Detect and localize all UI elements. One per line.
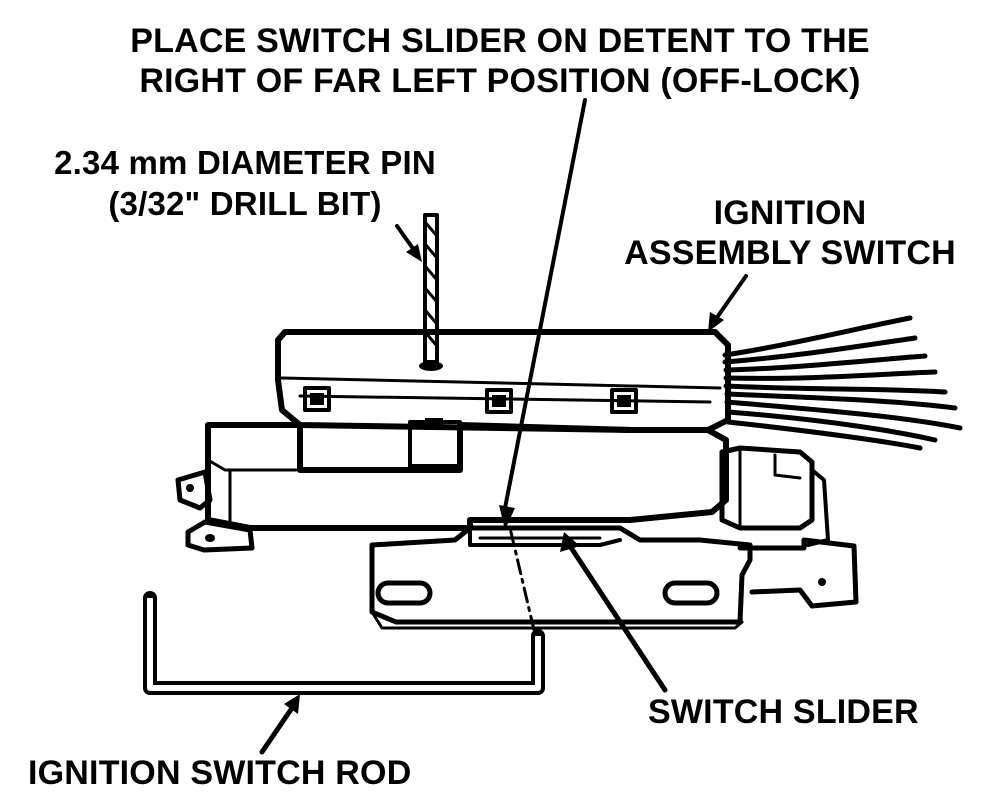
slider-instruction-line2: RIGHT OF FAR LEFT POSITION (OFF-LOCK): [139, 62, 861, 100]
wire-connector: [719, 445, 830, 547]
ignition-assembly-label: IGNITION ASSEMBLY SWITCH: [600, 196, 980, 270]
slider-instruction-line1: PLACE SWITCH SLIDER ON DETENT TO THE: [130, 22, 870, 60]
leader-arrows: [259, 98, 748, 755]
pin-label: 2.34 mm DIAMETER PIN (3/32" DRILL BIT): [30, 146, 460, 220]
pin-label-line1: 2.34 mm DIAMETER PIN: [54, 144, 436, 181]
ignition-assembly-line1: IGNITION: [713, 194, 867, 232]
pin-label-line2: (3/32" DRILL BIT): [108, 185, 382, 222]
drill-bit-pin: [419, 213, 443, 371]
switch-housing: [175, 329, 731, 553]
switch-slider-label: SWITCH SLIDER: [648, 693, 919, 731]
wire-bundle: [722, 315, 963, 451]
ignition-switch-rod-label: IGNITION SWITCH ROD: [28, 754, 412, 792]
ignition-assembly-line2: ASSEMBLY SWITCH: [624, 234, 956, 272]
slider-instruction-label: PLACE SWITCH SLIDER ON DETENT TO THE RIG…: [90, 24, 910, 98]
ignition-switch-rod: [143, 526, 545, 695]
